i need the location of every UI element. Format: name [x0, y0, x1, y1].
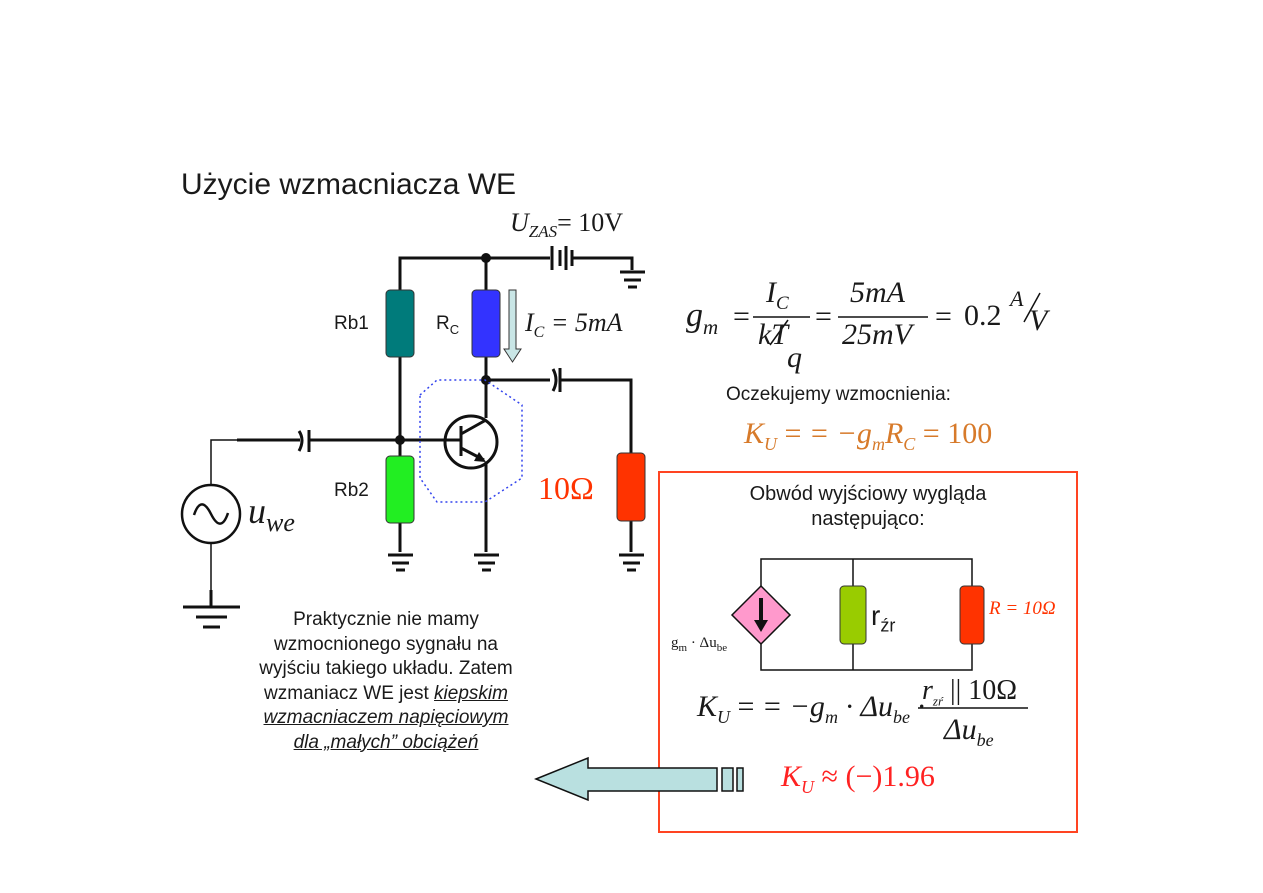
junction-dot-top [481, 253, 491, 263]
gm-numerator-1: IC [766, 276, 789, 314]
source-top-wire [210, 439, 238, 484]
battery-icon [550, 246, 574, 270]
supply-ground-wire [572, 256, 634, 270]
kt-q-slash [769, 319, 789, 346]
output-box-title: Obwód wyjściowy wygląda następująco: [749, 483, 987, 530]
gm-numerator-2: 5mA [850, 276, 905, 309]
rc-label: RC [436, 313, 460, 337]
ground-icon-emitter [474, 553, 499, 572]
rb2-label: Rb2 [334, 480, 369, 501]
output-circuit-box [658, 471, 1078, 833]
gm-denominator-2: 25mV [842, 318, 912, 351]
expect-gain-label: Oczekujemy wzmocnienia: [726, 384, 951, 405]
input-capacitor-icon [297, 430, 311, 452]
source-arrow-down-icon [754, 598, 768, 632]
ku-fraction-numerator: rzŕ || 10Ω [922, 675, 1018, 709]
ku-formula-lhs: KU = = −gm · Δube · [697, 690, 926, 727]
resistor-rb1 [385, 289, 415, 358]
supply-voltage-label: UZAS= 10V [510, 208, 624, 242]
expected-gain-formula: KU = = −gmRC = 100 [744, 417, 993, 454]
gm-symbol: gm [686, 297, 719, 339]
ku-fraction-denominator: Δube [944, 713, 994, 750]
collector-current-label: IC = 5mA [525, 308, 623, 342]
ground-icon-supply [620, 270, 645, 289]
output-wire-right [560, 378, 633, 454]
rb1-label: Rb1 [334, 313, 369, 334]
resistor-rc [471, 289, 501, 358]
ground-icons [183, 270, 645, 629]
output-capacitor-icon [551, 368, 562, 392]
junction-dot-base [395, 435, 405, 445]
ground-icon-rb2 [388, 553, 413, 572]
equals-3: = [935, 300, 952, 333]
conclusion-note: Praktycznie nie mamy wzmocnionego sygnał… [259, 609, 513, 753]
resistor-rb2 [385, 455, 415, 524]
ac-source-icon [180, 483, 242, 545]
rzr-label: rźr [871, 600, 896, 636]
slide-title: Użycie wzmacniacza WE [181, 168, 517, 201]
ground-icon-load [619, 553, 644, 572]
equivalent-circuit-wires [760, 558, 973, 671]
current-arrow-icon [503, 289, 522, 363]
ku-result: KU ≈ (−)1.96 [781, 760, 935, 797]
circuit-wires [237, 256, 634, 552]
input-voltage-label: uwe [248, 491, 295, 538]
gm-unit-numerator: A [1010, 286, 1024, 311]
top-rail-wire [398, 256, 550, 290]
gm-result: 0.2 [964, 299, 1002, 332]
equals-2: = [815, 300, 832, 333]
big-left-arrow-icon [533, 756, 744, 802]
dependent-source-label: gm · Δube [671, 635, 728, 654]
resistor-rzr [839, 585, 867, 645]
gm-denominator-kt: kT [758, 318, 788, 351]
resistor-load [616, 452, 646, 522]
ground-icon-source [183, 605, 240, 629]
gm-denominator-q: q [787, 341, 802, 374]
unit-slash [1023, 292, 1041, 323]
r-load-label: R = 10Ω [989, 598, 1056, 619]
equals-1: = [733, 300, 750, 333]
resistor-r-load [959, 585, 985, 645]
npn-transistor-icon [443, 414, 499, 470]
gm-unit-denominator: V [1029, 304, 1048, 337]
transistor-highlight-outline [419, 379, 523, 503]
load-resistance-label: 10Ω [538, 470, 594, 506]
